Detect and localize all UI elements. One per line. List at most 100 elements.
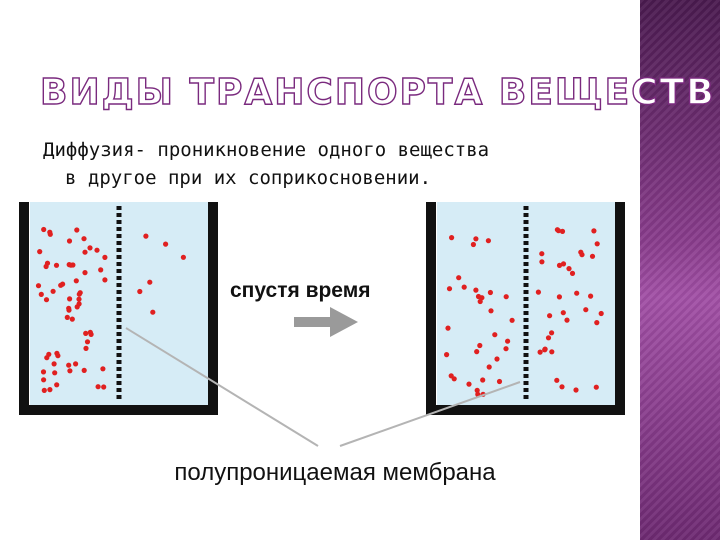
- vessel-walls-before: [19, 202, 218, 415]
- diffusion-diagram: спустя время полупроницаемая мембрана: [19, 202, 625, 486]
- particle: [137, 288, 143, 295]
- particle: [594, 320, 600, 326]
- particle: [451, 376, 457, 382]
- particle: [569, 270, 576, 276]
- particle: [76, 301, 82, 307]
- membrane-caption: полупроницаемая мембрана: [174, 459, 496, 486]
- pointer-line-left: [125, 327, 319, 447]
- particle: [98, 267, 104, 273]
- particle: [83, 345, 89, 351]
- particle: [477, 298, 483, 305]
- particle: [496, 378, 503, 385]
- particle: [50, 288, 56, 294]
- particle: [37, 249, 43, 255]
- particle: [456, 275, 462, 281]
- particle: [539, 251, 545, 257]
- particle: [560, 310, 566, 316]
- particle: [559, 384, 565, 390]
- particle: [44, 260, 51, 266]
- particle: [594, 241, 600, 247]
- particle: [449, 235, 455, 241]
- particle: [554, 377, 560, 383]
- particle: [100, 366, 106, 372]
- particle: [94, 247, 100, 253]
- particle: [73, 361, 79, 367]
- particle: [66, 238, 73, 244]
- particle: [47, 229, 53, 235]
- particle: [446, 286, 453, 292]
- particle: [559, 228, 566, 234]
- particle: [474, 387, 480, 393]
- particle: [41, 377, 47, 383]
- particle: [82, 270, 88, 276]
- particle: [564, 317, 570, 323]
- particle: [487, 289, 493, 296]
- particle: [473, 236, 479, 242]
- particle: [492, 332, 498, 338]
- arrow-shaft: [294, 317, 332, 327]
- vessel-after: [426, 202, 625, 415]
- particle: [588, 293, 594, 299]
- particle: [83, 330, 89, 336]
- particle: [556, 262, 563, 268]
- particle: [143, 233, 149, 239]
- particle: [598, 310, 604, 317]
- particle: [73, 278, 79, 284]
- particle: [64, 314, 70, 320]
- particle: [51, 361, 57, 367]
- particle: [35, 283, 42, 289]
- particle: [40, 369, 47, 375]
- particle: [445, 325, 451, 331]
- slide-title: ВИДЫ ТРАНСПОРТА ВЕЩЕСТВ: [39, 71, 716, 113]
- particle: [480, 377, 486, 383]
- particle: [58, 282, 64, 288]
- particle: [180, 254, 186, 260]
- definition-line-1: Диффузия- проникновение одного вещества: [43, 139, 490, 161]
- particle: [68, 262, 74, 268]
- particle: [549, 349, 555, 355]
- particle: [82, 249, 88, 255]
- particle: [473, 287, 479, 293]
- particle: [593, 384, 599, 390]
- particle: [66, 305, 72, 311]
- particle: [494, 356, 500, 362]
- particle: [76, 296, 82, 302]
- particle: [87, 329, 93, 335]
- particle: [67, 368, 73, 374]
- pointer-line-right: [339, 381, 521, 447]
- particles-before: [35, 226, 186, 393]
- particle: [466, 381, 472, 387]
- particle: [54, 350, 60, 356]
- particle: [54, 382, 60, 388]
- particle: [38, 291, 44, 297]
- particle: [461, 284, 467, 290]
- particle: [95, 384, 101, 390]
- particle: [84, 339, 91, 345]
- particle: [444, 352, 450, 358]
- particle: [150, 309, 156, 315]
- particle: [66, 362, 72, 368]
- particle: [43, 297, 50, 303]
- vessel-walls-after: [426, 202, 625, 415]
- particle: [545, 335, 552, 341]
- particles-after: [444, 227, 604, 397]
- particle: [509, 317, 515, 323]
- particle: [101, 384, 107, 390]
- vessel-before: [19, 202, 218, 415]
- particle: [485, 238, 491, 244]
- particle: [81, 236, 87, 242]
- particle: [74, 227, 80, 233]
- particle: [573, 387, 579, 393]
- particle: [488, 308, 494, 314]
- arrow-caption: спустя время: [230, 279, 371, 302]
- particle: [505, 338, 511, 344]
- particle: [542, 346, 548, 352]
- particle: [163, 241, 169, 247]
- particle: [81, 367, 87, 373]
- arrow-head: [330, 307, 358, 337]
- particle: [41, 226, 47, 233]
- particle: [589, 253, 596, 259]
- particle: [77, 290, 83, 296]
- particle: [591, 228, 597, 234]
- particle: [87, 245, 93, 251]
